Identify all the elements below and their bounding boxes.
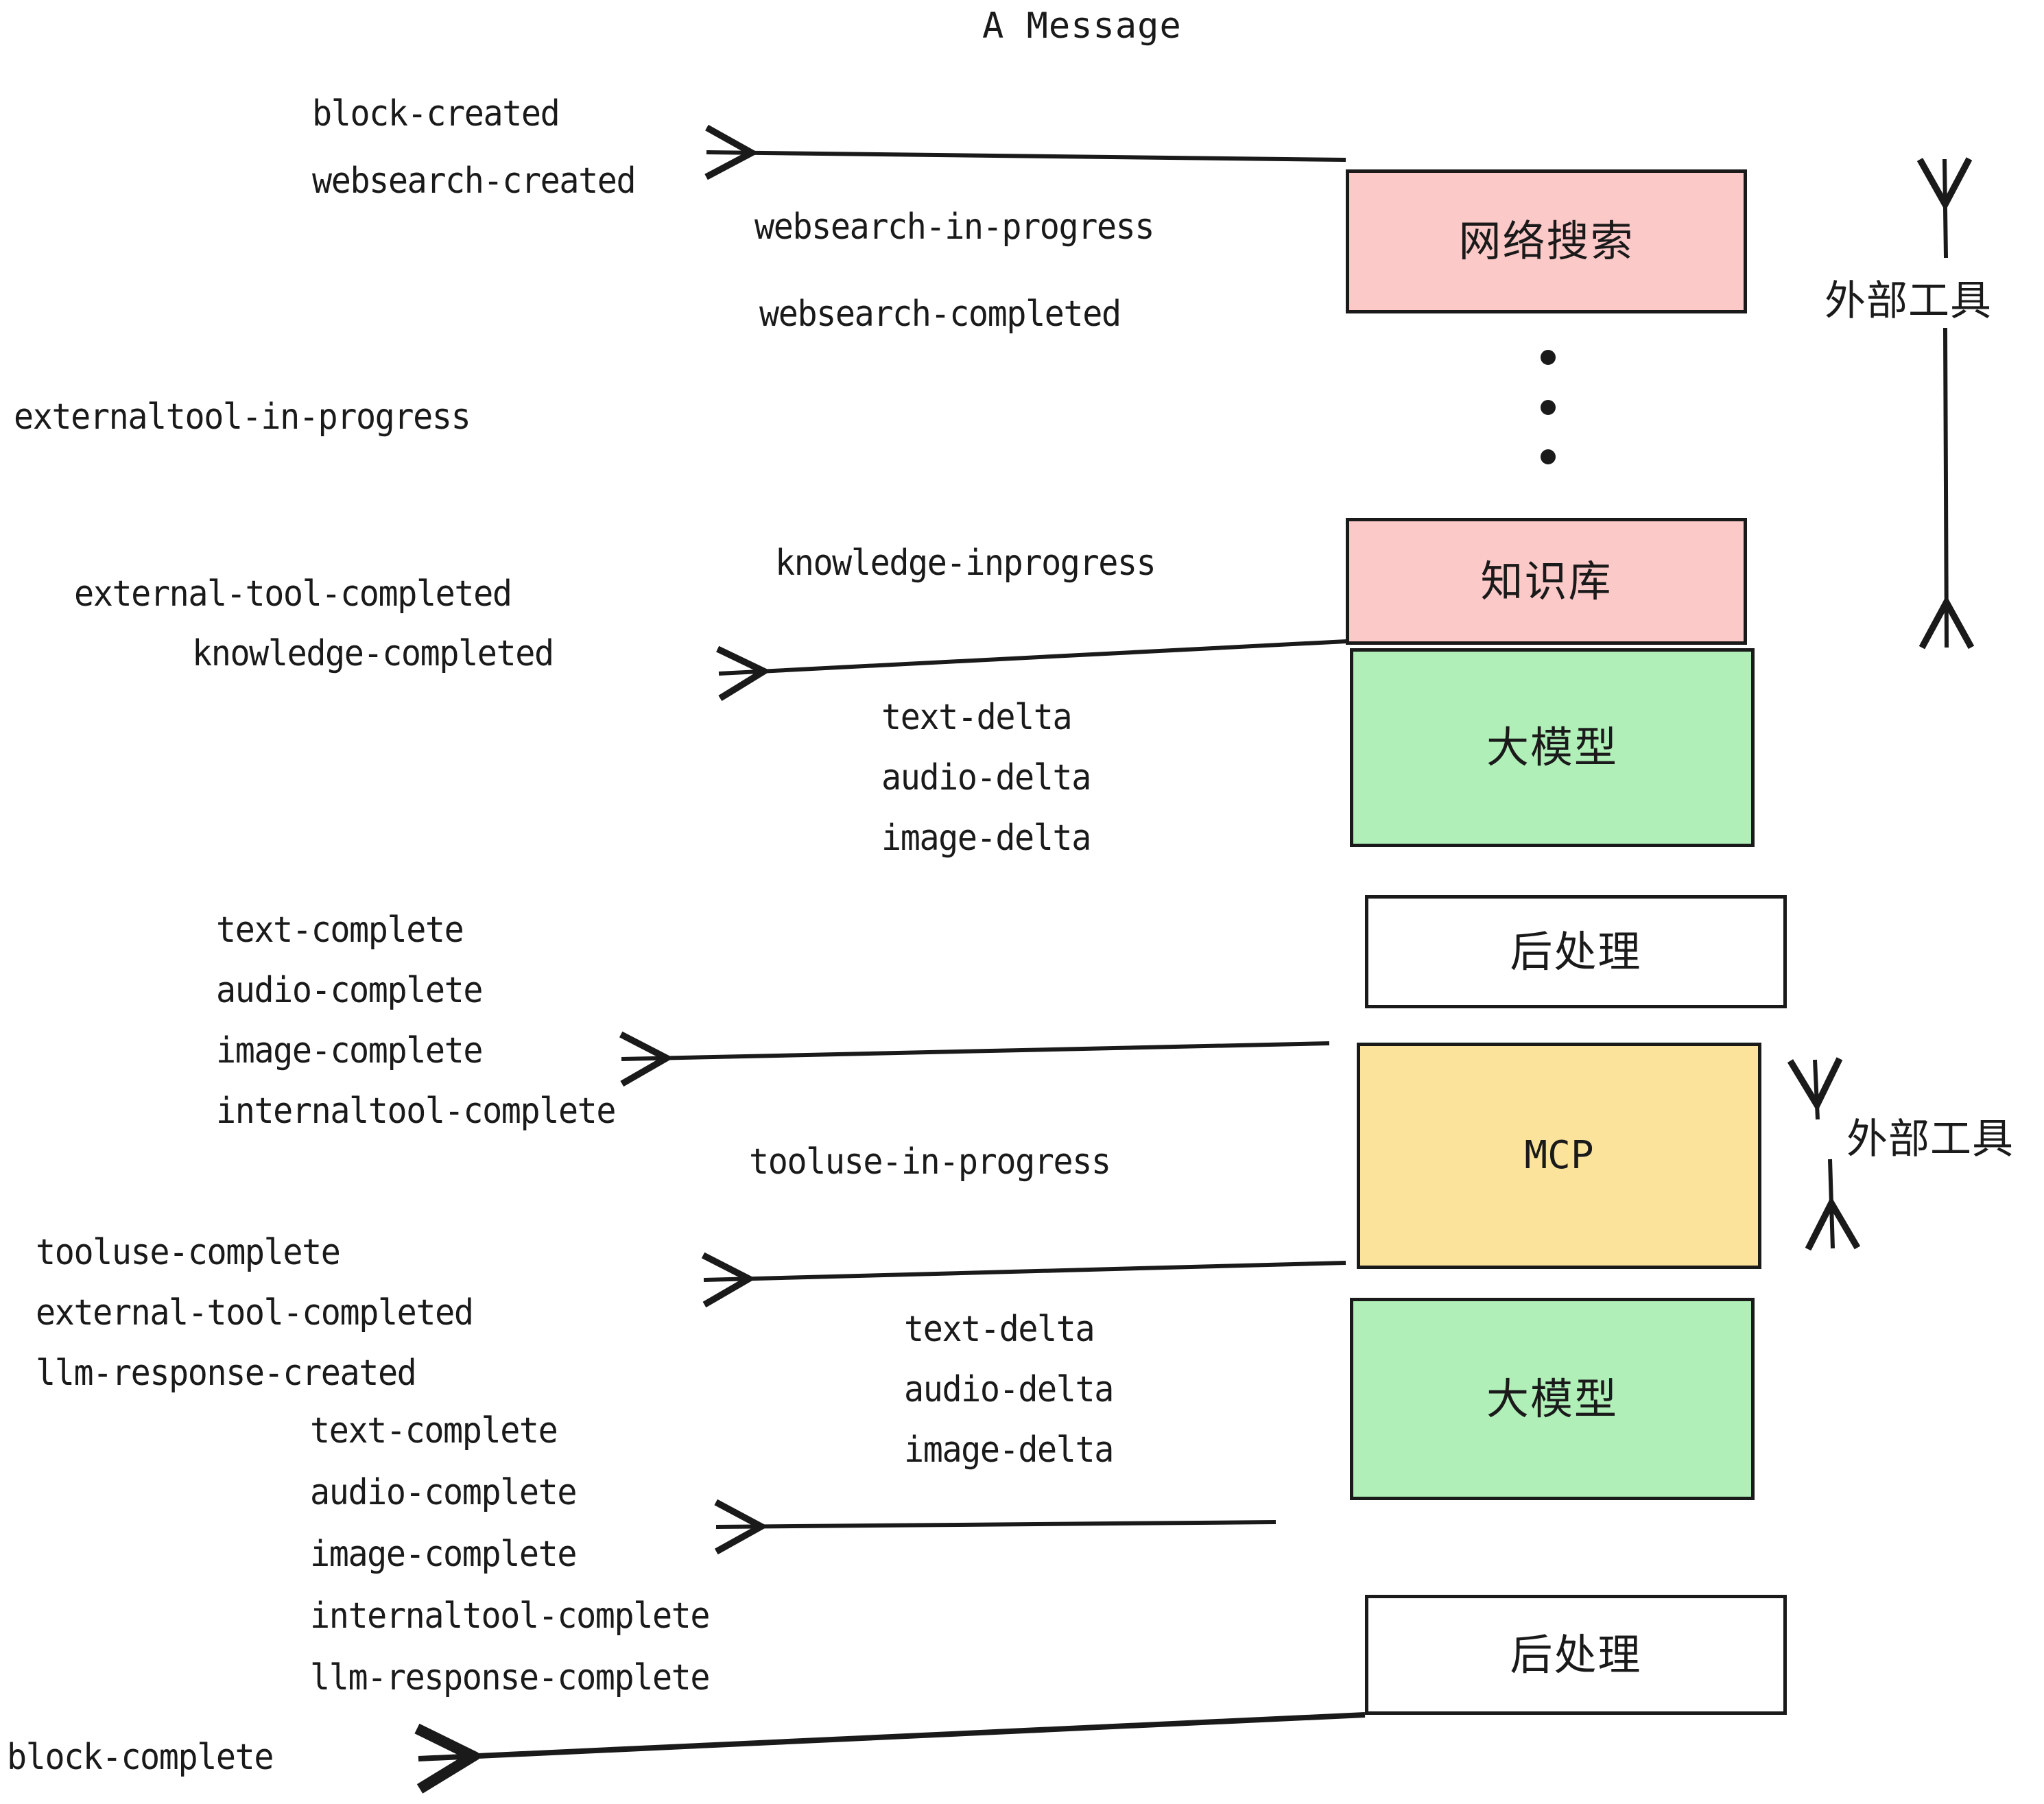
arrow-knowledge-to-completed xyxy=(719,639,1347,674)
ellipsis-dot-2 xyxy=(1541,400,1556,415)
event-label-llm-response-created: llm-response-created xyxy=(36,1353,417,1394)
event-label-block-complete: block-complete xyxy=(7,1737,274,1778)
node-postprocess-1-label: 后处理 xyxy=(1510,926,1642,977)
arrow-external-tools-bottom-up xyxy=(1815,1060,1818,1120)
event-label-websearch-created: websearch-created xyxy=(312,161,637,202)
node-llm-1-label: 大模型 xyxy=(1486,722,1618,772)
event-label-tooluse-in-progress: tooluse-in-progress xyxy=(749,1141,1111,1183)
event-label-audio-delta-2: audio-delta xyxy=(904,1369,1114,1410)
event-label-tooluse-complete: tooluse-complete xyxy=(36,1232,341,1273)
event-label-text-delta-2: text-delta xyxy=(904,1309,1095,1350)
event-label-knowledge-completed: knowledge-completed xyxy=(192,633,554,674)
arrow-postprocess-to-imagecomplete xyxy=(621,1043,1330,1059)
node-websearch[interactable]: 网络搜索 xyxy=(1346,169,1747,313)
event-label-text-complete-2: text-complete xyxy=(310,1410,558,1451)
event-label-text-delta-1: text-delta xyxy=(881,697,1073,738)
page-title: A Message xyxy=(982,5,1182,47)
node-websearch-label: 网络搜索 xyxy=(1458,216,1635,266)
arrow-external-tools-bottom-down xyxy=(1830,1159,1833,1248)
event-label-websearch-completed: websearch-completed xyxy=(759,294,1121,335)
event-label-knowledge-inprogress: knowledge-inprogress xyxy=(775,543,1156,584)
node-llm-2[interactable]: 大模型 xyxy=(1350,1298,1755,1500)
event-label-websearch-in-progress: websearch-in-progress xyxy=(754,206,1155,248)
event-label-internaltool-complete-1: internaltool-complete xyxy=(216,1091,617,1132)
arrow-websearch-to-blockcreated xyxy=(706,152,1346,160)
node-postprocess-2[interactable]: 后处理 xyxy=(1365,1595,1787,1715)
arrow-mcp-to-toolusecomplete xyxy=(704,1263,1346,1280)
event-label-externaltool-in-progress: externaltool-in-progress xyxy=(14,396,471,438)
node-mcp-label: MCP xyxy=(1524,1133,1594,1178)
event-label-external-tool-completed-2: external-tool-completed xyxy=(36,1292,474,1333)
node-knowledge-label: 知识库 xyxy=(1480,556,1613,606)
arrow-postprocess2-to-blockcomplete xyxy=(418,1712,1366,1759)
node-llm-1[interactable]: 大模型 xyxy=(1350,648,1755,847)
node-postprocess-1[interactable]: 后处理 xyxy=(1365,895,1787,1008)
arrow-external-tools-top-up xyxy=(1945,159,1946,259)
node-knowledge[interactable]: 知识库 xyxy=(1346,518,1747,645)
side-label-external-tools-top: 外部工具 xyxy=(1825,277,1992,325)
node-postprocess-2-label: 后处理 xyxy=(1510,1629,1642,1680)
event-label-audio-complete-1: audio-complete xyxy=(216,970,483,1011)
event-label-image-delta-2: image-delta xyxy=(904,1429,1114,1471)
event-label-external-tool-completed-1: external-tool-completed xyxy=(74,573,512,615)
event-label-llm-response-complete: llm-response-complete xyxy=(310,1657,711,1698)
arrow-external-tools-top-down xyxy=(1945,327,1947,648)
side-label-external-tools-bottom: 外部工具 xyxy=(1846,1115,2014,1163)
node-mcp[interactable]: MCP xyxy=(1357,1043,1761,1269)
event-label-image-complete-2: image-complete xyxy=(310,1534,577,1575)
event-label-audio-delta-1: audio-delta xyxy=(881,757,1091,798)
node-llm-2-label: 大模型 xyxy=(1486,1373,1618,1424)
ellipsis-dot-3 xyxy=(1541,449,1556,464)
event-label-internaltool-complete-2: internaltool-complete xyxy=(310,1595,711,1637)
ellipsis-dot-1 xyxy=(1541,350,1556,365)
event-label-text-complete-1: text-complete xyxy=(216,910,464,951)
arrow-llm2-to-audiocomplete xyxy=(716,1522,1276,1527)
event-label-image-delta-1: image-delta xyxy=(881,818,1091,859)
event-label-image-complete-1: image-complete xyxy=(216,1030,483,1071)
event-label-audio-complete-2: audio-complete xyxy=(310,1472,577,1513)
event-label-block-created: block-created xyxy=(312,93,560,134)
